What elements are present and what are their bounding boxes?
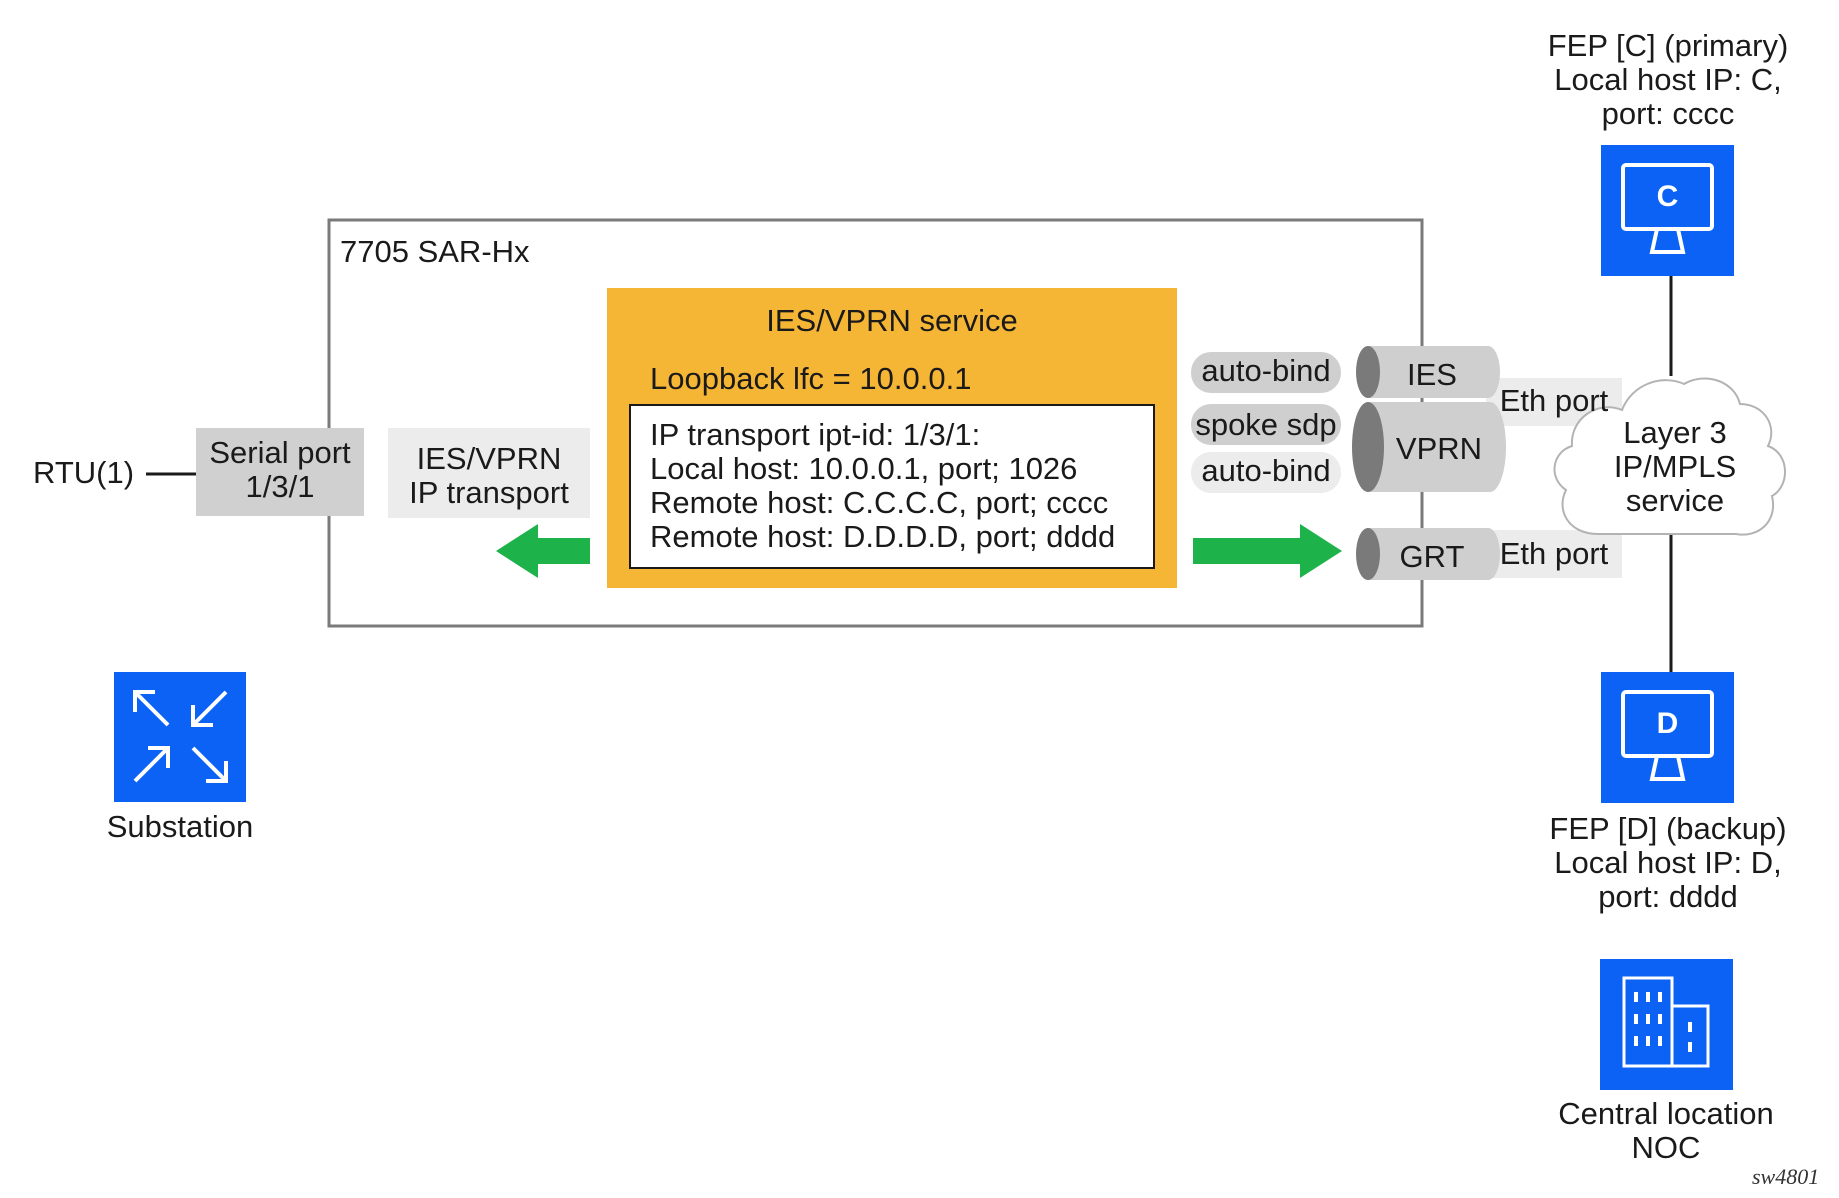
service-detail-line: Remote host: D.D.D.D, port; dddd xyxy=(650,519,1116,554)
vprn-label: VPRN xyxy=(1395,431,1483,466)
right-green-arrow xyxy=(1193,524,1342,578)
serial-port-box xyxy=(196,428,364,516)
ip-transport-label: IES/VPRN IP transport xyxy=(388,442,590,510)
noc-line1: Central location xyxy=(1558,1096,1774,1131)
eth-port-bottom-box xyxy=(1486,530,1622,578)
spoke-sdp-pill xyxy=(1191,404,1341,445)
ip-transport-line1: IES/VPRN xyxy=(416,441,562,476)
eth-port-bottom-label: Eth port xyxy=(1499,536,1609,571)
ies-cylinder xyxy=(1356,346,1500,398)
fep-d-line3: port: dddd xyxy=(1598,879,1738,914)
substation-label: Substation xyxy=(106,809,254,844)
fep-d-monitor-icon xyxy=(1601,672,1734,803)
ip-transport-line2: IP transport xyxy=(409,475,569,510)
vprn-cylinder xyxy=(1352,402,1506,492)
fep-d-icon-letter: D xyxy=(1656,707,1679,740)
fep-d-line1: FEP [D] (backup) xyxy=(1549,811,1787,846)
fep-c-icon-letter: C xyxy=(1656,180,1679,213)
service-loopback: Loopback lfc = 10.0.0.1 xyxy=(650,361,972,396)
rtu-label: RTU(1) xyxy=(33,455,135,490)
cloud-line2: IP/MPLS xyxy=(1613,449,1737,484)
fep-c-monitor-icon xyxy=(1601,145,1734,276)
eth-port-top-label: Eth port xyxy=(1499,383,1609,418)
grt-cylinder xyxy=(1356,528,1500,580)
fep-c-line1: FEP [C] (primary) xyxy=(1547,28,1789,63)
sar-label: 7705 SAR-Hx xyxy=(340,234,530,269)
spoke-sdp-label: spoke sdp xyxy=(1195,407,1337,442)
cloud-line3: service xyxy=(1625,483,1725,518)
serial-port-label: Serial port 1/3/1 xyxy=(196,436,364,504)
serial-port-line1: Serial port xyxy=(209,435,351,470)
fep-d-line2: Local host IP: D, xyxy=(1554,845,1782,880)
noc-line2: NOC xyxy=(1631,1130,1701,1165)
ies-label: IES xyxy=(1407,357,1457,392)
fep-c-caption: FEP [C] (primary) Local host IP: C, port… xyxy=(1528,29,1808,131)
noc-caption: Central location NOC xyxy=(1526,1097,1806,1165)
fep-c-line3: port: cccc xyxy=(1601,96,1735,131)
figure-id: sw4801 xyxy=(1752,1164,1820,1189)
service-details: IP transport ipt-id: 1/3/1: Local host: … xyxy=(650,418,1115,554)
service-detail-line: IP transport ipt-id: 1/3/1: xyxy=(650,417,981,452)
grt-label: GRT xyxy=(1399,539,1465,574)
building-icon xyxy=(1600,959,1733,1090)
service-detail-line: Local host: 10.0.0.1, port; 1026 xyxy=(650,451,1078,486)
auto-bind-label-1: auto-bind xyxy=(1201,353,1331,388)
left-green-arrow xyxy=(496,524,590,578)
serial-port-line2: 1/3/1 xyxy=(245,469,315,504)
auto-bind-pill-1 xyxy=(1191,352,1341,393)
auto-bind-pill-2 xyxy=(1191,452,1341,493)
cloud-shape xyxy=(1553,377,1786,536)
service-detail-line: Remote host: C.C.C.C, port; cccc xyxy=(650,485,1109,520)
service-details-box xyxy=(629,404,1155,569)
cloud-line1: Layer 3 xyxy=(1623,415,1727,450)
service-title: IES/VPRN service xyxy=(766,303,1018,338)
fep-d-caption: FEP [D] (backup) Local host IP: D, port:… xyxy=(1528,812,1808,914)
cloud-label: Layer 3 IP/MPLS service xyxy=(1590,416,1760,518)
substation-router-icon xyxy=(114,672,246,802)
ip-transport-box xyxy=(388,428,590,518)
fep-c-line2: Local host IP: C, xyxy=(1554,62,1782,97)
auto-bind-label-2: auto-bind xyxy=(1201,453,1331,488)
